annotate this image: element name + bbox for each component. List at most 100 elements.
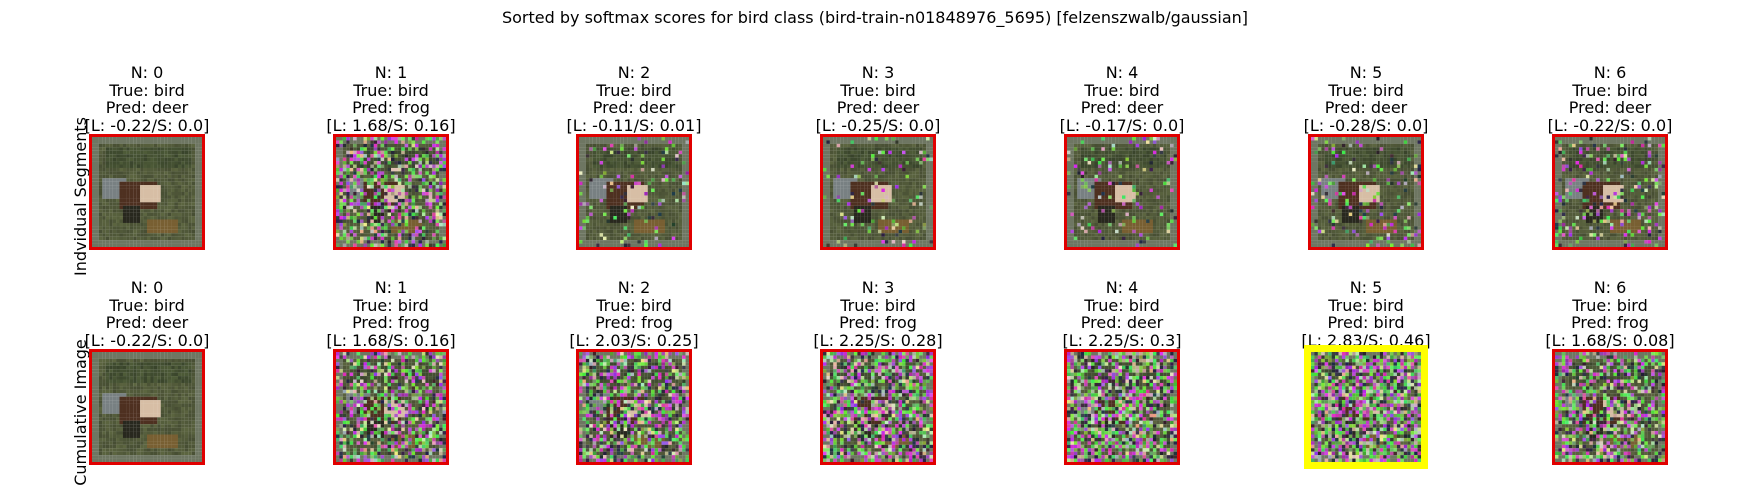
panel-true-label-text: True: bird: [1572, 80, 1648, 100]
pixel-image: [579, 137, 689, 247]
panel-pred-label-text: Pred: deer: [592, 98, 676, 117]
panel-image: [1064, 349, 1180, 465]
panel-image: [576, 349, 692, 465]
pixel-image: [336, 352, 446, 462]
pixel-image: [1311, 352, 1421, 462]
panel-index-text: N: 2: [617, 278, 651, 297]
panel-score-text: [L: -0.22/S: 0.0]: [84, 330, 210, 350]
panel-image: [820, 134, 936, 250]
panel-pred-label-text: Pred: frog: [1571, 313, 1649, 332]
pixel-image: [579, 352, 689, 462]
panel-score-text: [L: 1.68/S: 0.08]: [1545, 330, 1675, 350]
panel-pred-label-text: Pred: deer: [105, 98, 189, 117]
panel-score-text: [L: -0.28/S: 0.0]: [1303, 115, 1429, 135]
pixel-image: [1067, 137, 1177, 247]
pixel-image: [1067, 352, 1177, 462]
panel-score-text: [L: 1.68/S: 0.16]: [326, 115, 456, 135]
panel-pred-label-text: Pred: deer: [105, 313, 189, 332]
panel-index-text: N: 6: [1593, 278, 1627, 297]
panel-score-text: [L: 1.68/S: 0.16]: [326, 330, 456, 350]
panel-pred-label-text: Pred: deer: [1080, 98, 1164, 117]
panel-true-label-text: True: bird: [109, 80, 185, 100]
row-label-cumulative-image: Cumulative Image: [70, 338, 90, 486]
panel-image: [820, 349, 936, 465]
pixel-image: [1555, 137, 1665, 247]
panel-index-text: N: 6: [1593, 63, 1627, 82]
panel-pred-label-text: Pred: frog: [839, 313, 917, 332]
panel-pred-label-text: Pred: deer: [1568, 98, 1652, 117]
panel-score-text: [L: 2.83/S: 0.46]: [1301, 330, 1431, 350]
panel-true-label-text: True: bird: [840, 80, 916, 100]
panel-score-text: [L: 2.03/S: 0.25]: [569, 330, 699, 350]
panel-true-label-text: True: bird: [596, 80, 672, 100]
panel-score-text: [L: -0.11/S: 0.01]: [566, 115, 702, 135]
panel-true-label-text: True: bird: [109, 295, 185, 315]
panel-true-label-text: True: bird: [353, 80, 429, 100]
pixel-image: [1555, 352, 1665, 462]
panel-true-label-text: True: bird: [1328, 80, 1404, 100]
panel-image: [333, 134, 449, 250]
row-label-individual-segments: Indvidual Segments: [70, 116, 90, 276]
panel-pred-label-text: Pred: frog: [352, 313, 430, 332]
panel-image: [333, 349, 449, 465]
panel-index-text: N: 1: [374, 278, 408, 297]
panel-image: [1308, 134, 1424, 250]
panel-index-text: N: 1: [374, 63, 408, 82]
panel-pred-label-text: Pred: deer: [836, 98, 920, 117]
pixel-image: [92, 137, 202, 247]
panel-image: [89, 349, 205, 465]
panel-index-text: N: 3: [861, 63, 895, 82]
panel-index-text: N: 5: [1349, 278, 1383, 297]
panel-score-text: [L: -0.17/S: 0.0]: [1059, 115, 1185, 135]
panel-true-label-text: True: bird: [1084, 295, 1160, 315]
panel-true-label-text: True: bird: [1084, 80, 1160, 100]
panel-index-text: N: 2: [617, 63, 651, 82]
panel-image-highlighted: [1304, 345, 1428, 469]
pixel-image: [823, 137, 933, 247]
panel-pred-label-text: Pred: bird: [1327, 313, 1405, 332]
pixel-image: [336, 137, 446, 247]
panel-pred-label-text: Pred: frog: [352, 98, 430, 117]
panel-index-text: N: 0: [130, 278, 164, 297]
panel-true-label-text: True: bird: [1328, 295, 1404, 315]
panel-score-text: [L: 2.25/S: 0.28]: [813, 330, 943, 350]
panel-index-text: N: 4: [1105, 63, 1139, 82]
panel-true-label-text: True: bird: [840, 295, 916, 315]
panel-score-text: [L: -0.22/S: 0.0]: [1547, 115, 1673, 135]
panel-index-text: N: 3: [861, 278, 895, 297]
pixel-image: [92, 352, 202, 462]
panel-pred-label-text: Pred: deer: [1324, 98, 1408, 117]
pixel-image: [823, 352, 933, 462]
panel-index-text: N: 4: [1105, 278, 1139, 297]
pixel-image: [1311, 137, 1421, 247]
panel-image: [1552, 349, 1668, 465]
panel-true-label-text: True: bird: [596, 295, 672, 315]
panel-pred-label-text: Pred: frog: [595, 313, 673, 332]
panel-image: [1064, 134, 1180, 250]
panel-image: [1552, 134, 1668, 250]
panel-true-label-text: True: bird: [1572, 295, 1648, 315]
panel-pred-label-text: Pred: deer: [1080, 313, 1164, 332]
panel-image: [576, 134, 692, 250]
panel-index-text: N: 0: [130, 63, 164, 82]
panel-true-label-text: True: bird: [353, 295, 429, 315]
panel-score-text: [L: -0.25/S: 0.0]: [815, 115, 941, 135]
panel-image: [89, 134, 205, 250]
figure-title: Sorted by softmax scores for bird class …: [501, 8, 1248, 27]
panel-index-text: N: 5: [1349, 63, 1383, 82]
panel-score-text: [L: -0.22/S: 0.0]: [84, 115, 210, 135]
